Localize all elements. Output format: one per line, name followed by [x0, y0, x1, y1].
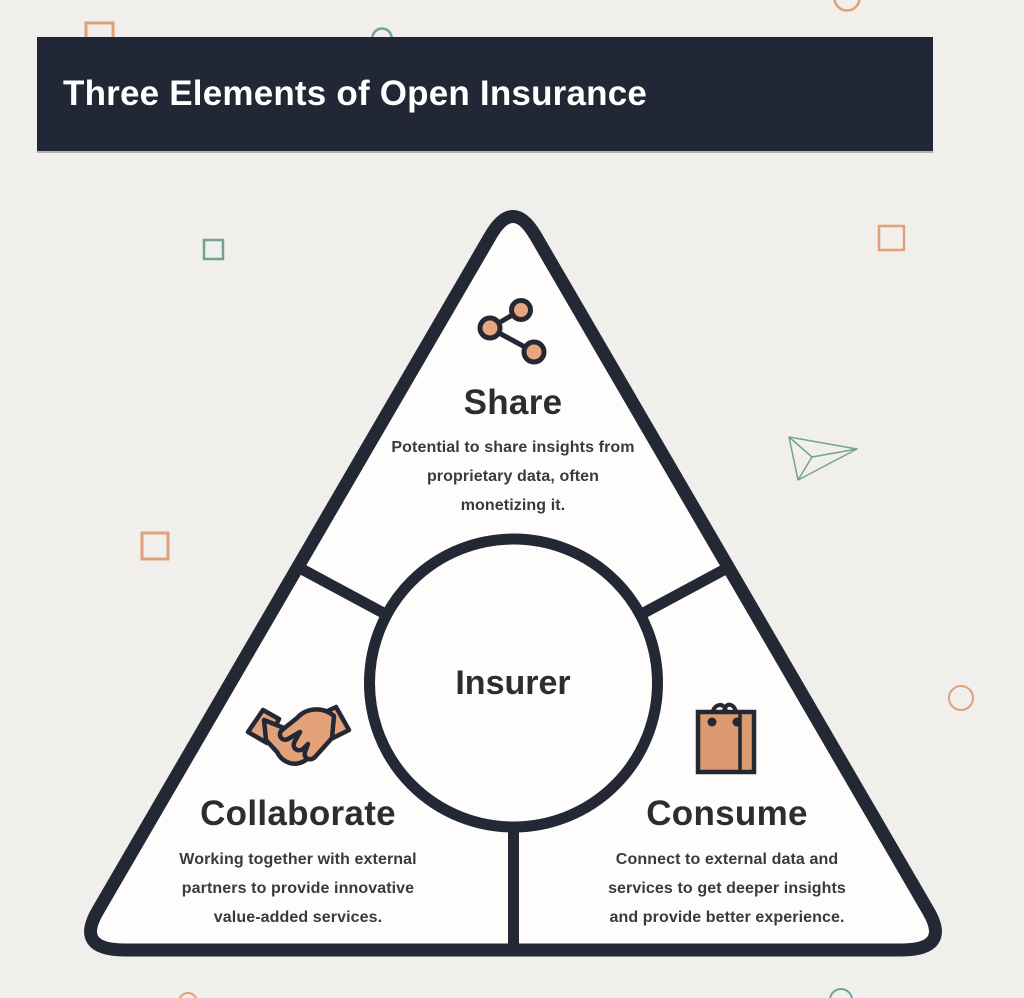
- share-section-description: Potential to share insights from proprie…: [353, 433, 673, 520]
- share-network-icon: [477, 298, 547, 365]
- circle-outline-icon: [829, 988, 853, 998]
- title-bar: Three Elements of Open Insurance: [37, 37, 933, 151]
- handshake-icon: [245, 704, 352, 766]
- page-title: Three Elements of Open Insurance: [63, 74, 648, 113]
- shopping-bag-icon: [695, 702, 757, 775]
- share-desc-line: proprietary data, often: [426, 468, 600, 485]
- paper-plane-icon: [788, 436, 858, 481]
- share-desc-line: monetizing it.: [460, 497, 566, 514]
- consume-desc-line: and provide better experience.: [609, 909, 845, 926]
- insurer-circle: [364, 533, 663, 833]
- circle-outline-icon: [178, 992, 198, 998]
- collaborate-section-title: Collaborate: [200, 794, 396, 833]
- square-outline-icon: [140, 531, 170, 561]
- consume-desc-line: services to get deeper insights: [608, 880, 846, 897]
- insurer-label: Insurer: [455, 664, 571, 702]
- share-desc-line: Potential to share insights from: [391, 439, 635, 456]
- share-section-title: Share: [463, 383, 563, 422]
- circle-outline-icon: [833, 0, 861, 12]
- consume-section-title: Consume: [646, 794, 808, 833]
- collaborate-section-description: Working together with external partners …: [138, 845, 458, 932]
- consume-desc-line: Connect to external data and: [615, 851, 839, 868]
- square-outline-icon: [877, 224, 906, 252]
- collaborate-desc-line: Working together with external: [179, 851, 417, 868]
- collaborate-desc-line: partners to provide innovative: [181, 880, 415, 897]
- circle-outline-icon: [948, 685, 974, 711]
- square-outline-icon: [202, 238, 225, 261]
- consume-section-description: Connect to external data and services to…: [567, 845, 887, 932]
- collaborate-desc-line: value-added services.: [213, 909, 383, 926]
